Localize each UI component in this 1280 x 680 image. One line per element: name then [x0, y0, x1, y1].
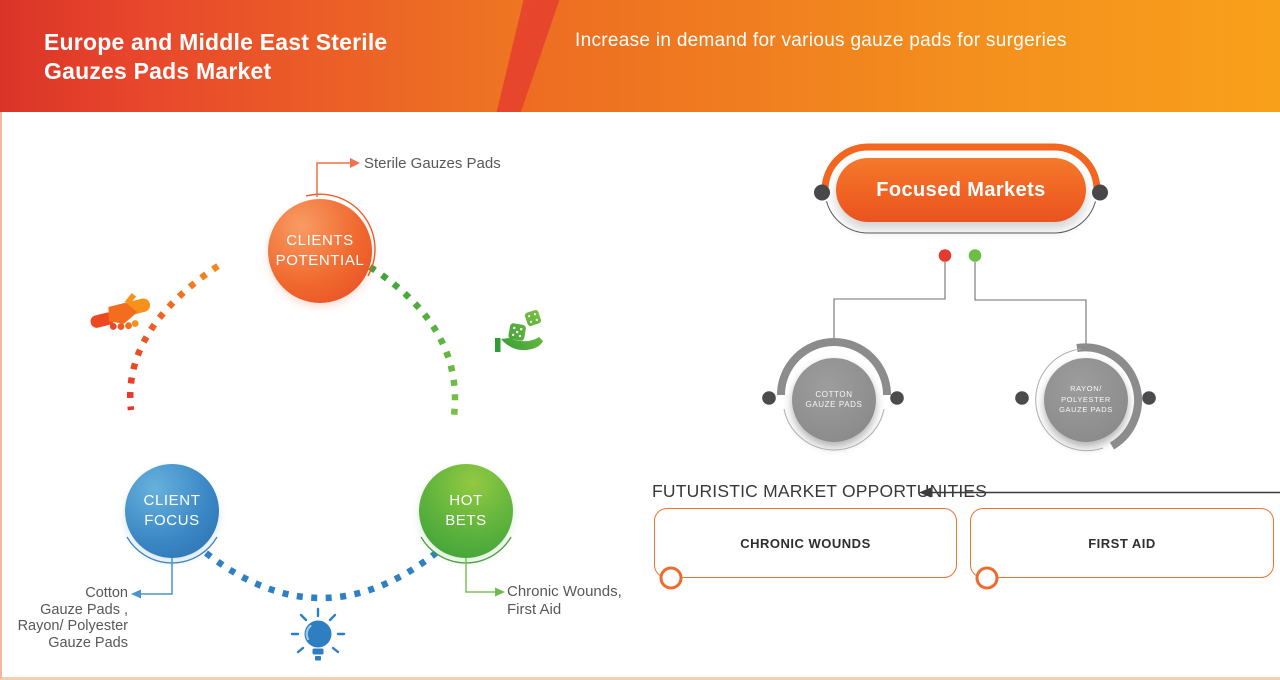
node-clients-potential-line2: POTENTIAL — [275, 252, 365, 269]
page-title-line2: Gauzes Pads Market — [44, 58, 272, 84]
page-subtitle: Increase in demand for various gauze pad… — [575, 30, 1067, 51]
callout-client-focus-products: Cotton Gauze Pads , Rayon/ Polyester Gau… — [14, 585, 128, 651]
node-hot-bets-line1: HOT — [449, 492, 483, 509]
node-clients-potential-line1: CLIENTS — [286, 232, 354, 249]
opportunity-box-chronic-wounds: CHRONIC WOUNDS — [654, 508, 957, 578]
node-cotton-line2: GAUZE PADS — [805, 400, 863, 409]
focused-markets-pill: Focused Markets — [836, 158, 1086, 222]
node-hot-bets-line2: BETS — [445, 512, 487, 529]
callout-focus-line1: Cotton — [85, 585, 128, 601]
node-cotton-gauze-pads: COTTON GAUZE PADS — [792, 358, 876, 442]
node-client-focus-line1: CLIENT — [143, 492, 201, 509]
node-cotton-line1: COTTON — [815, 389, 853, 399]
node-clients-potential: CLIENTS POTENTIAL — [268, 199, 372, 303]
page-title-line1: Europe and Middle East Sterile — [44, 29, 388, 55]
page-title: Europe and Middle East Sterile Gauzes Pa… — [44, 28, 387, 86]
content-frame — [0, 112, 1280, 680]
focused-markets-title: Focused Markets — [876, 178, 1046, 201]
callout-focus-line4: Gauze Pads — [48, 634, 128, 651]
node-client-focus: CLIENT FOCUS — [125, 464, 219, 558]
opportunity-box1-label: CHRONIC WOUNDS — [740, 535, 871, 551]
futuristic-opportunities-heading: FUTURISTIC MARKET OPPORTUNITIES — [652, 481, 988, 501]
callout-bets-line2: First Aid — [507, 600, 562, 618]
node-rayon-line2: GAUZE PADS — [1059, 405, 1113, 415]
callout-focus-line2: Gauze Pads , — [40, 601, 128, 618]
header-banner: Europe and Middle East Sterile Gauzes Pa… — [0, 0, 1280, 112]
header-right-panel — [520, 0, 1280, 112]
opportunity-box-first-aid: FIRST AID — [970, 508, 1274, 578]
callout-bets-line1: Chronic Wounds, — [507, 583, 622, 600]
callout-hot-bets-areas: Chronic Wounds, First Aid — [507, 583, 622, 618]
node-client-focus-line2: FOCUS — [144, 512, 200, 529]
node-rayon-line1: RAYON/ POLYESTER — [1061, 384, 1111, 404]
node-hot-bets: HOT BETS — [419, 464, 513, 558]
callout-focus-line3: Rayon/ Polyester — [17, 618, 128, 634]
opportunity-box2-label: FIRST AID — [1088, 535, 1156, 551]
callout-sterile-gauzes-pads: Sterile Gauzes Pads — [364, 155, 501, 172]
node-rayon-polyester-gauze-pads: RAYON/ POLYESTER GAUZE PADS — [1044, 358, 1128, 442]
